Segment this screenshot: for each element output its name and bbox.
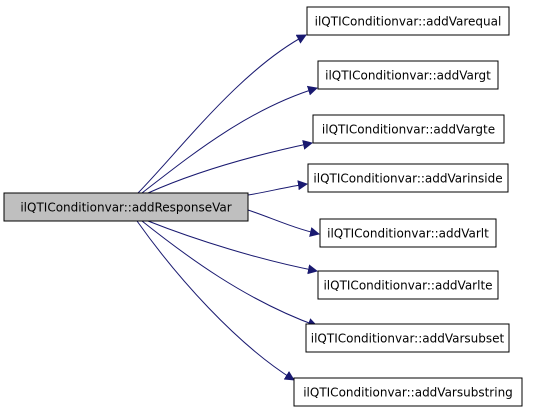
target-node-box: [317, 60, 499, 90]
target-node-label: ilQTIConditionvar::addVargt: [325, 69, 491, 83]
edge-arrow-7: [141, 220, 318, 328]
target-node-label: ilQTIConditionvar::addVarequal: [315, 15, 502, 29]
target-node-7[interactable]: ilQTIConditionvar::addVarsubset: [305, 323, 510, 353]
target-node-6[interactable]: ilQTIConditionvar::addVarlte: [317, 270, 499, 300]
edges: [136, 34, 320, 381]
source-node-label: ilQTIConditionvar::addResponseVar: [20, 201, 231, 215]
source-node[interactable]: ilQTIConditionvar::addResponseVar: [3, 192, 249, 222]
target-node-1[interactable]: ilQTIConditionvar::addVarequal: [306, 6, 510, 36]
edge-arrow-6: [147, 220, 318, 275]
target-node-box: [319, 218, 497, 248]
target-nodes: ilQTIConditionvar::addVarequalilQTICondi…: [293, 6, 523, 407]
target-node-4[interactable]: ilQTIConditionvar::addVarinside: [307, 163, 509, 193]
target-node-box: [317, 270, 499, 300]
target-node-2[interactable]: ilQTIConditionvar::addVargt: [317, 60, 499, 90]
edge-arrow-3: [147, 139, 313, 194]
target-node-box: [312, 114, 505, 144]
target-node-label: ilQTIConditionvar::addVarlte: [323, 279, 492, 293]
target-node-box: [305, 323, 510, 353]
edge-arrow-5: [247, 209, 320, 237]
target-node-8[interactable]: ilQTIConditionvar::addVarsubstring: [293, 377, 523, 407]
target-node-label: ilQTIConditionvar::addVarlt: [327, 227, 489, 241]
target-node-box: [306, 6, 510, 36]
target-node-label: ilQTIConditionvar::addVarinside: [313, 172, 502, 186]
target-node-label: ilQTIConditionvar::addVargte: [322, 123, 495, 137]
target-node-box: [307, 163, 509, 193]
edge-arrow-2: [141, 85, 318, 194]
target-node-3[interactable]: ilQTIConditionvar::addVargte: [312, 114, 505, 144]
edge-arrow-4: [247, 180, 308, 196]
target-node-label: ilQTIConditionvar::addVarsubstring: [303, 386, 513, 400]
target-node-label: ilQTIConditionvar::addVarsubset: [311, 332, 505, 346]
target-node-box: [293, 377, 523, 407]
edge-arrow-1: [137, 34, 307, 194]
edge-arrow-8: [136, 220, 295, 381]
target-node-5[interactable]: ilQTIConditionvar::addVarlt: [319, 218, 497, 248]
